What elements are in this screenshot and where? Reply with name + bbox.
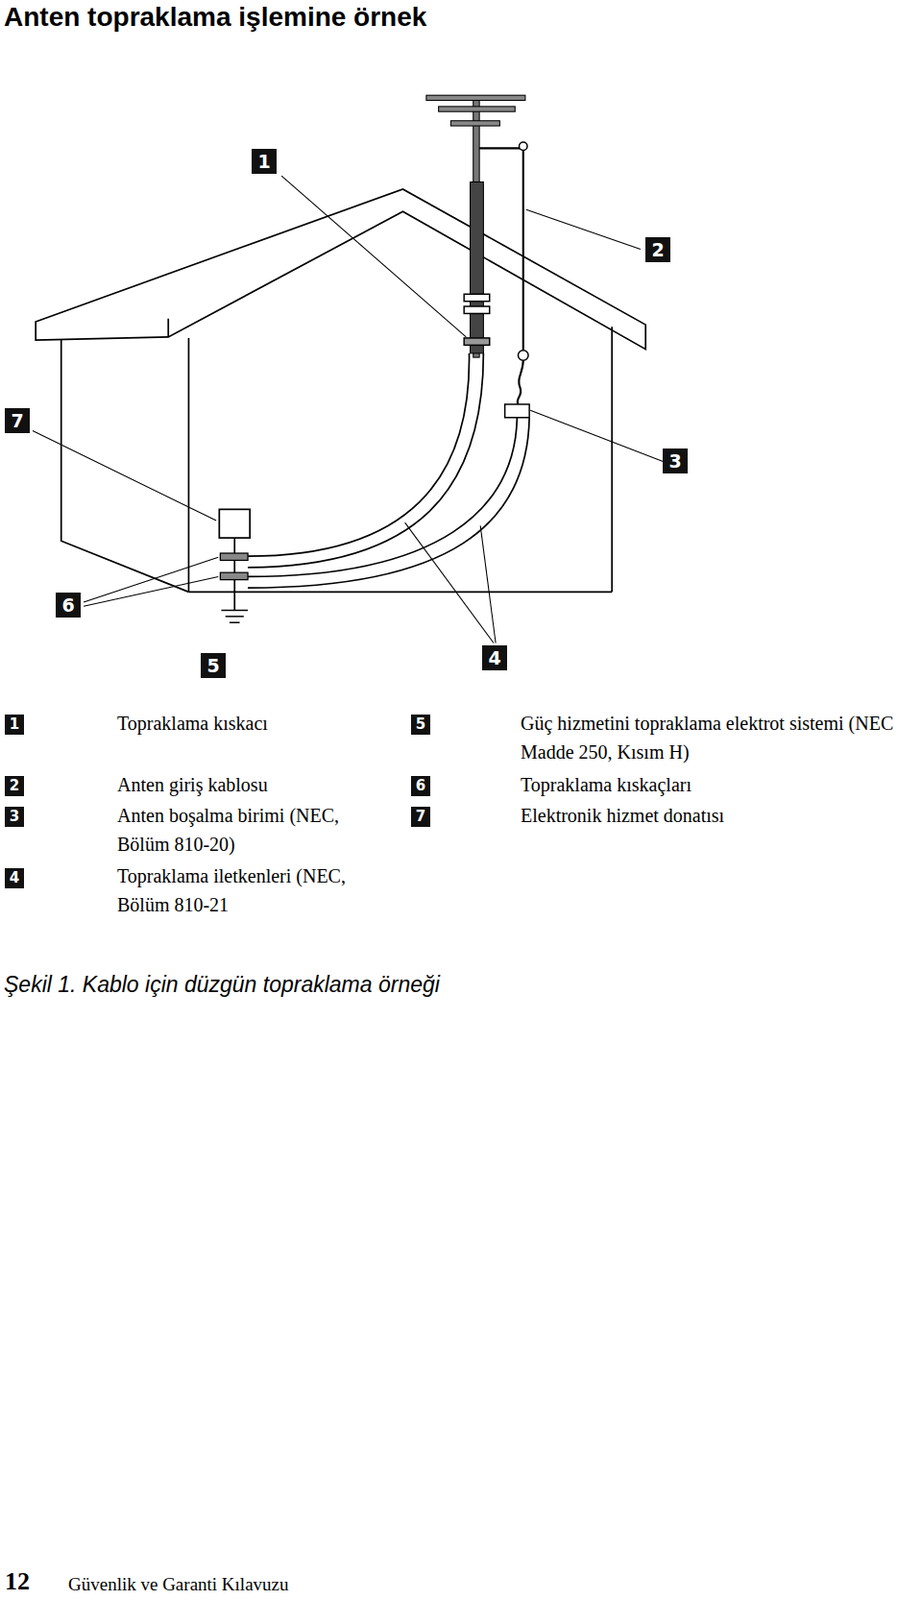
lead-in-wire: [479, 142, 529, 405]
callout-number: 4: [482, 645, 508, 671]
figure-caption: Şekil 1. Kablo için düzgün topraklama ör…: [3, 971, 440, 998]
page-title: Anten topraklama işlemine örnek: [3, 1, 427, 33]
ground-symbol: [220, 609, 248, 623]
key-number: 1: [4, 714, 25, 735]
key-number: 7: [411, 806, 431, 827]
key-description: Elektronik hizmet donatısı: [520, 800, 886, 830]
key-description: Topraklama iletkenleri (NEC, Bölüm 810-2…: [117, 861, 367, 920]
antenna-mast: [426, 95, 526, 358]
key-number: 3: [4, 806, 25, 827]
callout-number: 3: [662, 448, 688, 474]
key-number: 2: [4, 776, 25, 797]
callout-number: 6: [55, 592, 81, 618]
key-description: Anten giriş kablosu: [117, 770, 387, 800]
key-description: Anten boşalma birimi (NEC, Bölüm 810-20): [117, 800, 353, 859]
leader-lines: [32, 175, 663, 643]
ground-conductors: [247, 353, 530, 588]
callout-number: 1: [251, 148, 277, 174]
key-number: 5: [411, 714, 431, 735]
key-number: 4: [4, 868, 25, 889]
key-description: Topraklama kıskacı: [117, 708, 387, 738]
key-description: Topraklama kıskaçları: [520, 770, 886, 800]
discharge-unit: [505, 404, 530, 418]
ground-clamp: [219, 553, 248, 560]
callout-number: 5: [200, 653, 226, 679]
ground-clamp: [219, 572, 248, 580]
page-number: 12: [4, 1567, 30, 1597]
key-description: Güç hizmetini topraklama elektrot sistem…: [520, 708, 922, 767]
page-footer: Güvenlik ve Garanti Kılavuzu: [68, 1574, 290, 1596]
service-equipment: [218, 509, 250, 538]
key-number: 6: [411, 776, 431, 797]
callout-number: 7: [4, 408, 30, 434]
callout-number: 2: [645, 237, 671, 263]
